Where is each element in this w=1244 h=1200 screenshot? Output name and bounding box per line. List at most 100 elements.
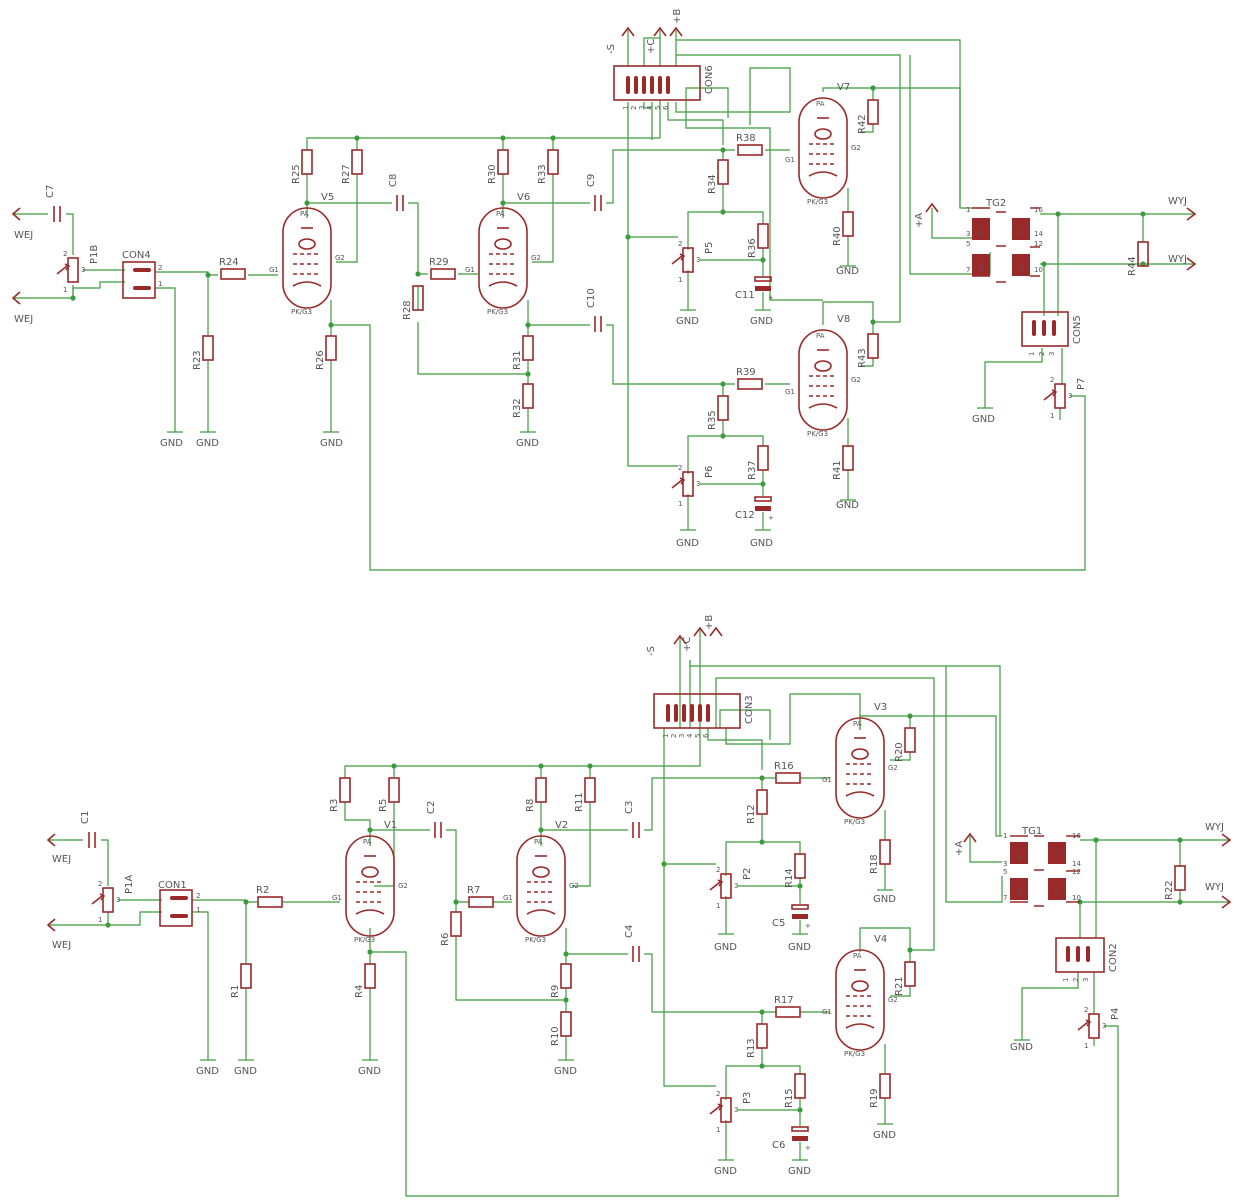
tube-pin-g1: G1 [465,266,475,274]
tube-pin-pa: PA [816,100,825,108]
svg-text:10: 10 [1072,894,1081,902]
junction-dots [70,85,1183,1113]
tube-pin-pa: PA [496,210,505,218]
resistor-label: R4 [354,985,365,998]
tg2-label: TG2 [985,198,1006,209]
resistor-r30: R30 [487,149,509,184]
resistor-label: R22 [1164,880,1175,900]
resistor-label: R7 [467,885,480,896]
resistor-label: R36 [747,238,758,258]
resistor-r21: R21 [894,961,916,996]
resistor-r44: R44 [1127,241,1149,276]
capacitor-label: C12 [735,510,755,521]
tube-pin-pa: PA [816,332,825,340]
resistor-label: R24 [219,257,239,268]
svg-text:6: 6 [662,105,670,110]
svg-text:4: 4 [646,105,654,110]
svg-text:5: 5 [694,734,702,738]
svg-text:3: 3 [1082,978,1090,982]
resistor-label: R10 [550,1026,561,1046]
tube-label: V2 [555,820,568,831]
svg-text:2: 2 [678,464,682,472]
potentiometer-label: P2 [742,868,753,880]
con2-label: CON2 [1108,943,1119,972]
capacitor-label: C1 [80,811,91,824]
text-labels: WEJ WEJ WYJ WYJ WEJ WEJ WYJ WYJ CON4 CON… [14,9,1224,1177]
winding-label: S1 [1018,263,1026,272]
svg-text:1: 1 [966,206,970,214]
svg-text:1: 1 [63,286,67,294]
gnd-label: GND [714,942,737,953]
capacitor-c5: +C5 [772,904,811,930]
resistor-r10: R10 [550,1011,572,1046]
capacitor-label: C9 [586,174,597,187]
con1-label: CON1 [158,880,187,891]
capacitor-c6: +C6 [772,1126,811,1152]
resistor-r34: R34 [707,159,729,194]
output-label-bottom-1: WYJ [1205,822,1224,833]
resistor-r8: R8 [525,777,547,812]
resistor-r16: R16 [774,761,801,784]
input-label-bottom-2: WEJ [52,940,71,951]
svg-text:1: 1 [1003,832,1007,840]
resistor-r38: R38 [736,133,763,156]
tube-pin-g1: G1 [269,266,279,274]
capacitor-c12: + C12 [735,496,774,522]
tube-label: V8 [837,314,850,325]
gnd-label: GND [836,500,859,511]
gnd-label: GND [972,414,995,425]
svg-text:+: + [805,922,811,930]
tube-label: V4 [874,934,887,945]
gnd-label: GND [320,438,343,449]
svg-text:1: 1 [1028,352,1036,356]
top-wires [13,30,1195,571]
resistor-r33: R33 [537,149,559,184]
gnd-label: GND [788,1166,811,1177]
capacitor-c9: C9 [586,174,602,211]
potentiometer-label: P6 [704,466,715,478]
svg-text:1: 1 [158,280,162,288]
resistor-r29: R29 [429,257,456,280]
winding-label: S1 [1054,887,1062,896]
resistor-r17: R17 [774,995,801,1018]
potentiometer-label: P3 [742,1092,753,1104]
tube-label: V5 [321,192,334,203]
resistor-label: R44 [1127,256,1138,276]
resistor-r35: R35 [707,395,729,430]
svg-text:2: 2 [158,264,162,272]
resistor-r40: R40 [832,211,854,246]
gnd-label: GND [196,438,219,449]
con4-label: CON4 [122,250,151,261]
resistor-label: R33 [537,164,548,184]
resistor-r1: R1 [230,963,252,998]
tube-pin-g1: G1 [822,1008,832,1016]
tg1-label: TG1 [1021,826,1042,837]
resistor-r12: R12 [746,789,768,824]
svg-text:16: 16 [1072,832,1081,840]
tube-pin-g1: G1 [332,894,342,902]
resistor-r18: R18 [869,839,891,874]
potentiometer-label: P7 [1076,378,1087,390]
svg-text:3: 3 [81,266,85,274]
resistor-label: R32 [512,398,523,418]
gnd-label: GND [750,538,773,549]
resistor-r6: R6 [440,911,462,946]
svg-text:7: 7 [1003,894,1007,902]
svg-text:2: 2 [63,250,67,258]
capacitor-label: C11 [735,290,755,301]
resistor-label: R39 [736,367,756,378]
tube-pin-pa: PA [853,952,862,960]
resistor-r22: R22 [1164,865,1186,900]
input-label-bottom-1: WEJ [52,854,71,865]
svg-text:+: + [768,514,774,522]
svg-text:14: 14 [1034,230,1043,238]
capacitor-label: C7 [45,185,56,198]
capacitor-c11: +C11 [735,276,774,302]
resistor-r41: R41 [832,445,854,480]
con5-label: CON5 [1072,315,1083,344]
svg-text:1: 1 [678,276,682,284]
